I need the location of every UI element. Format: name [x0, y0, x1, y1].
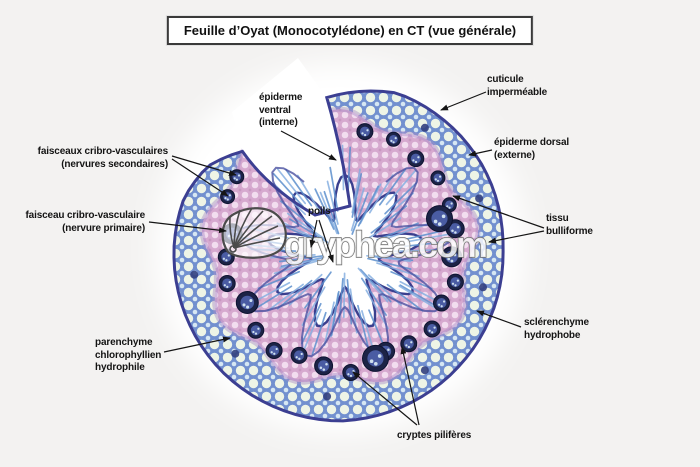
vascular-bundle [220, 189, 236, 205]
watermark-group: gryphea.com [221, 207, 489, 266]
vascular-bundle [356, 123, 374, 141]
vascular-bundle [235, 291, 259, 314]
label-parenchyme-chlorophyllien: parenchyme chlorophyllien hydrophile [95, 337, 162, 373]
vascular-bundle [423, 320, 441, 338]
label-faisceau-primaire: faisceau cribro-vasculaire (nervure prim… [25, 210, 146, 234]
vascular-bundle [407, 150, 425, 168]
vascular-bundle [218, 275, 236, 292]
label-epiderme-ventral: épiderme ventral (interne) [259, 92, 303, 128]
title-box: Feuille d’Oyat (Monocotylédone) en CT (v… [166, 16, 534, 45]
vascular-bundle [247, 321, 265, 339]
vascular-bundle [362, 344, 389, 372]
vascular-bundle [441, 246, 463, 268]
label-epiderme-dorsal: épiderme dorsal (externe) [494, 137, 570, 161]
vascular-bundle [433, 294, 450, 312]
vascular-bundle [400, 335, 418, 353]
shell-logo-icon [221, 207, 287, 259]
leader-lines [148, 91, 545, 426]
vascular-bundle [265, 342, 283, 359]
vascular-bundle [426, 205, 453, 233]
label-tissu-bulliforme: tissu bulliforme [546, 213, 593, 237]
vascular-bundle [342, 364, 360, 381]
vascular-bundle [430, 170, 446, 186]
label-cuticule-impermeable: cuticule imperméable [487, 74, 548, 98]
vascular-bundle [314, 356, 334, 376]
vascular-bundle [446, 273, 464, 291]
vascular-bundle [290, 346, 308, 364]
watermark-text: gryphea.com [284, 224, 486, 265]
page-title: Feuille d’Oyat (Monocotylédone) en CT (v… [183, 23, 517, 38]
dorsal-epidermis-rim [172, 89, 505, 423]
vascular-bundle [441, 197, 457, 213]
label-faisceaux-secondaires: faisceaux cribro-vasculaires (nervures s… [37, 146, 168, 170]
label-cryptes-piliferes: cryptes pilifères [397, 430, 472, 441]
label-sclerenchyme-hydrophobe: sclérenchyme hydrophobe [524, 317, 589, 341]
vascular-bundle [386, 131, 401, 147]
leaf-cross-section [154, 58, 526, 435]
label-poils: poils [308, 206, 331, 217]
vascular-bundle [229, 169, 245, 185]
